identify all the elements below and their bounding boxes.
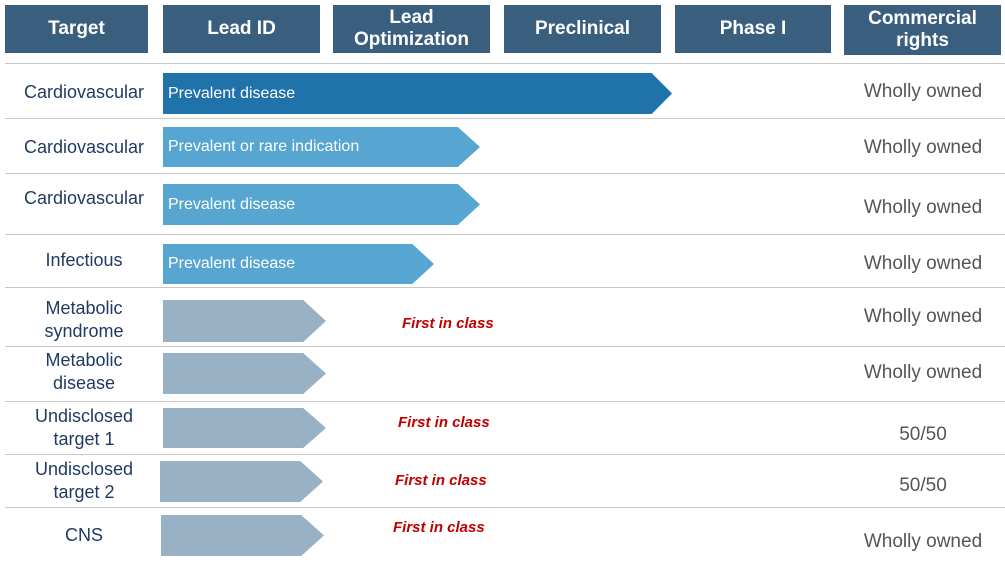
first-in-class-note: First in class (402, 315, 494, 332)
pipeline-arrow-label: Prevalent disease (168, 84, 296, 102)
header-phase1-label: Phase I (719, 18, 787, 39)
pipeline-arrow: Prevalent disease (163, 184, 480, 225)
row-target-label: Cardiovascular (23, 187, 145, 208)
commercial-rights-value: Wholly owned (863, 306, 983, 327)
row-divider (5, 118, 1005, 119)
header-preclinical: Preclinical (504, 5, 661, 53)
pipeline-arrow: Prevalent or rare indication (163, 127, 480, 167)
row-target-label: CNS (64, 524, 103, 545)
row-target-line1: Metabolic (45, 298, 123, 318)
row-target: Metabolic disease (5, 348, 163, 396)
row-divider (5, 234, 1005, 235)
header-commercial-line1: Commercial (868, 8, 977, 29)
row-target: Infectious (5, 240, 163, 280)
pipeline-arrow-label: Prevalent or rare indication (168, 138, 360, 155)
first-in-class-note: First in class (393, 519, 485, 536)
row-target-label: Infectious (45, 249, 123, 270)
row-divider (5, 401, 1005, 402)
row-target-line2: target 1 (53, 429, 115, 449)
commercial-rights-value: Wholly owned (863, 362, 983, 383)
row-target: Undisclosed target 1 (5, 404, 163, 452)
row-target-line1: Undisclosed (34, 459, 134, 479)
row-target-label: Cardiovascular (23, 81, 145, 102)
row-divider (5, 346, 1005, 347)
header-phase1: Phase I (675, 5, 831, 53)
row-target: Cardiovascular (5, 127, 163, 167)
pipeline-arrow (161, 515, 324, 556)
header-lead-optimization-line1: Lead (389, 7, 434, 28)
pipeline-arrow: Prevalent disease (163, 244, 434, 284)
row-target: Cardiovascular (5, 72, 163, 112)
row-divider (5, 63, 1005, 64)
pipeline-arrow (160, 461, 323, 502)
row-target: Undisclosed target 2 (5, 457, 163, 505)
commercial-rights-value: 50/50 (899, 475, 947, 496)
header-preclinical-label: Preclinical (534, 18, 631, 39)
row-divider (5, 454, 1005, 455)
pipeline-arrow-label: Prevalent disease (168, 255, 296, 272)
commercial-rights-value: Wholly owned (863, 253, 983, 274)
header-lead-optimization: Lead Optimization (333, 5, 490, 53)
row-divider (5, 173, 1005, 174)
row-divider (5, 507, 1005, 508)
header-commercial-line2: rights (896, 30, 949, 51)
row-target: Cardiovascular (5, 178, 163, 218)
commercial-rights-value: Wholly owned (863, 137, 983, 158)
pipeline-arrow-label: Prevalent disease (168, 195, 296, 213)
pipeline-arrow (163, 408, 326, 448)
first-in-class-note: First in class (398, 414, 490, 431)
row-target: Metabolic syndrome (5, 296, 163, 344)
row-target-line2: syndrome (44, 321, 124, 341)
commercial-rights-value: 50/50 (899, 424, 947, 445)
row-target-label: Cardiovascular (23, 136, 145, 157)
header-lead-optimization-line2: Optimization (353, 29, 470, 50)
commercial-rights-value: Wholly owned (863, 531, 983, 552)
row-target: CNS (5, 515, 163, 555)
pipeline-arrow (163, 353, 326, 394)
row-divider (5, 287, 1005, 288)
row-target-line2: disease (52, 373, 116, 393)
commercial-rights-value: Wholly owned (863, 81, 983, 102)
row-target-line2: target 2 (53, 482, 115, 502)
header-target: Target (5, 5, 148, 53)
pipeline-arrow: Prevalent disease (163, 73, 672, 114)
header-target-label: Target (48, 18, 105, 39)
row-target-line1: Metabolic (45, 350, 123, 370)
header-commercial-rights: Commercial rights (844, 5, 1001, 55)
row-target-line1: Undisclosed (34, 406, 134, 426)
commercial-rights-value: Wholly owned (863, 197, 983, 218)
header-lead-id-label: Lead ID (207, 18, 276, 39)
first-in-class-note: First in class (395, 472, 487, 489)
pipeline-arrow (163, 300, 326, 342)
header-lead-id: Lead ID (163, 5, 320, 53)
